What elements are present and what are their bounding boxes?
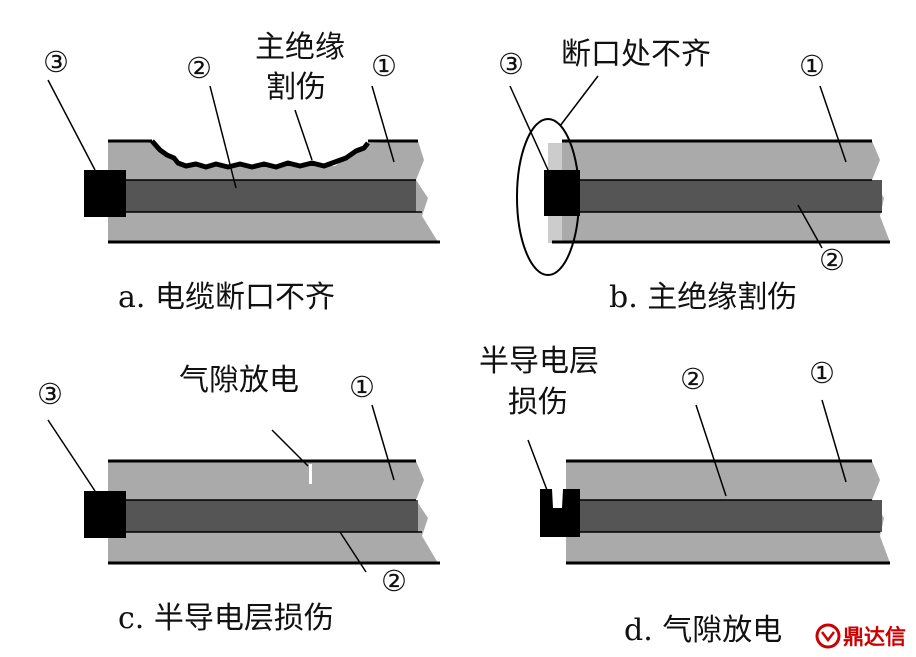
panel-c-annotation: 气隙放电 — [179, 363, 299, 398]
watermark-icon — [815, 623, 841, 649]
panel-b-marker-3: ③ — [498, 47, 524, 81]
panel-c-conductor — [108, 500, 418, 532]
panel-c-marker-3: ③ — [37, 377, 63, 411]
panel-a: ③ ② ① 主绝缘 割伤 a. 电缆断口不齐 — [43, 30, 440, 315]
panel-c: ③ 气隙放电 ① ② c. 半导电层损伤 — [37, 363, 440, 636]
panel-c-marker-1: ① — [349, 370, 375, 404]
panel-a-cut-edge — [150, 139, 370, 170]
panel-c-air-gap — [309, 464, 312, 484]
panel-b-terminal — [544, 170, 580, 216]
panel-d-annotation-line2: 损伤 — [508, 385, 568, 420]
panel-a-marker-2: ② — [186, 51, 212, 85]
panel-b-highlight-ellipse — [516, 118, 580, 276]
panel-d-caption: d. 气隙放电 — [624, 613, 782, 648]
panel-a-marker-3: ③ — [43, 45, 69, 79]
panel-a-marker-1: ① — [371, 49, 397, 83]
panel-b: ③ 断口处不齐 ① ② b. 主绝缘割伤 — [498, 37, 890, 315]
panel-b-caption: b. 主绝缘割伤 — [609, 280, 797, 315]
panel-c-caption: c. 半导电层损伤 — [118, 601, 334, 636]
panel-d-conductor — [566, 500, 882, 532]
panel-a-terminal — [84, 170, 126, 217]
panel-a-annotation-line2: 割伤 — [266, 70, 326, 105]
panel-b-marker-1: ① — [799, 49, 825, 83]
panel-c-terminal — [84, 491, 126, 538]
watermark-logo: 鼎达信 — [815, 623, 906, 649]
panel-d-damaged-terminal — [540, 489, 580, 537]
panel-a-caption: a. 电缆断口不齐 — [118, 280, 335, 315]
panel-d-annotation-line1: 半导电层 — [479, 344, 599, 379]
panel-c-marker-2: ② — [381, 564, 407, 598]
panel-d-marker-2: ② — [680, 362, 706, 396]
panel-a-conductor — [108, 180, 416, 212]
panel-b-conductor — [562, 180, 882, 212]
panel-d-marker-1: ① — [809, 356, 835, 390]
panel-b-marker-2: ② — [819, 243, 845, 277]
watermark-text: 鼎达信 — [843, 625, 906, 649]
panel-d: 半导电层 损伤 ② ① d. 气隙放电 — [479, 344, 890, 648]
panel-a-annotation-line1: 主绝缘 — [255, 30, 345, 65]
panel-b-annotation: 断口处不齐 — [561, 37, 711, 72]
